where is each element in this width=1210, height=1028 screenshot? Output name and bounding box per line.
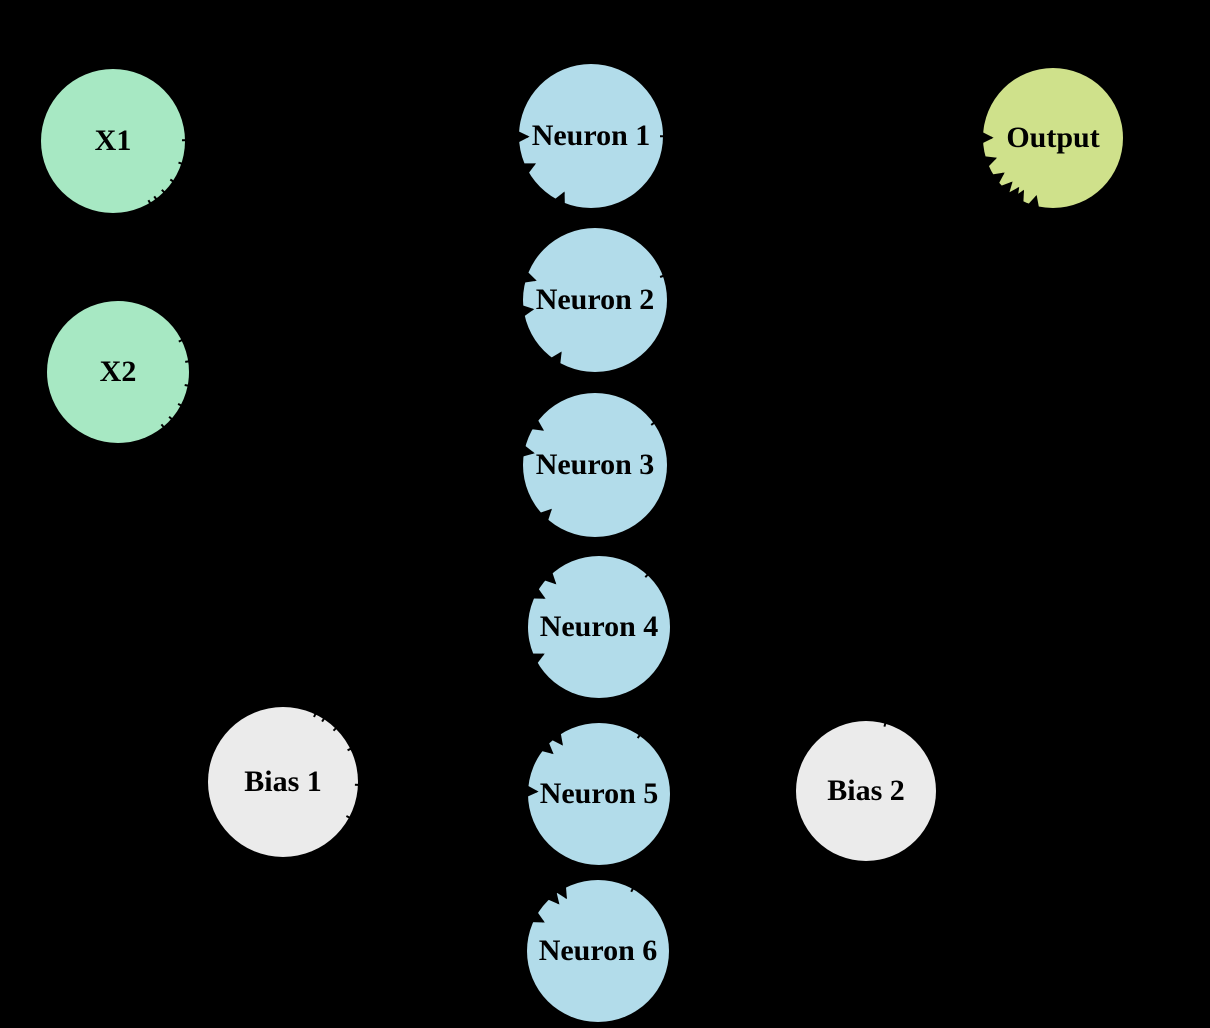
edge-x2-to-neuron6 [160, 423, 560, 905]
node-bias2: Bias 2 [796, 721, 936, 861]
node-label-x1: X1 [94, 124, 132, 157]
node-label-output: Output [1006, 121, 1100, 154]
edge-neuron2-to-output [659, 155, 998, 278]
node-neuron4: Neuron 4 [528, 556, 670, 698]
node-label-neuron1: Neuron 1 [531, 119, 651, 152]
edge-bias2-to-output [883, 195, 1040, 727]
edge-x1-to-neuron2 [178, 161, 537, 284]
edge-bias1-to-neuron2 [321, 351, 562, 723]
node-label-x2: X2 [99, 355, 137, 388]
edge-bias1-to-neuron5 [354, 783, 539, 800]
node-x2: X2 [47, 301, 189, 443]
node-label-bias1: Bias 1 [244, 765, 322, 798]
node-label-neuron5: Neuron 5 [539, 777, 659, 810]
node-neuron2: Neuron 2 [523, 228, 667, 372]
edge-x2-to-neuron1 [178, 163, 537, 343]
edge-bias1-to-neuron4 [347, 653, 545, 752]
node-neuron1: Neuron 1 [519, 64, 663, 208]
node-neuron3: Neuron 3 [523, 393, 667, 537]
edge-x2-to-neuron2 [185, 303, 535, 363]
edge-x1-to-neuron5 [153, 195, 563, 746]
edge-neuron3-to-output [650, 172, 1005, 426]
node-output: Output [983, 68, 1123, 208]
node-bias1: Bias 1 [208, 707, 358, 857]
node-label-neuron2: Neuron 2 [535, 283, 655, 316]
edge-x1-to-neuron4 [161, 189, 557, 585]
node-label-neuron6: Neuron 6 [538, 934, 658, 967]
edge-x1-to-neuron1 [181, 128, 530, 145]
edge-neuron4-to-output [644, 181, 1013, 578]
edge-x2-to-neuron4 [177, 403, 546, 599]
node-label-neuron3: Neuron 3 [535, 448, 655, 481]
node-label-neuron4: Neuron 4 [539, 610, 659, 643]
edge-bias1-to-neuron3 [332, 508, 552, 732]
node-neuron6: Neuron 6 [527, 880, 669, 1022]
node-x1: X1 [41, 69, 185, 213]
edge-x2-to-neuron3 [184, 384, 535, 458]
edge-bias1-to-neuron6 [345, 815, 545, 923]
edge-neuron5-to-output [636, 186, 1020, 739]
node-neuron5: Neuron 5 [528, 723, 670, 865]
edge-x1-to-neuron3 [169, 178, 545, 431]
edge-neuron1-to-output [659, 129, 994, 146]
edge-x2-to-neuron5 [168, 416, 554, 755]
node-label-bias2: Bias 2 [827, 774, 905, 807]
